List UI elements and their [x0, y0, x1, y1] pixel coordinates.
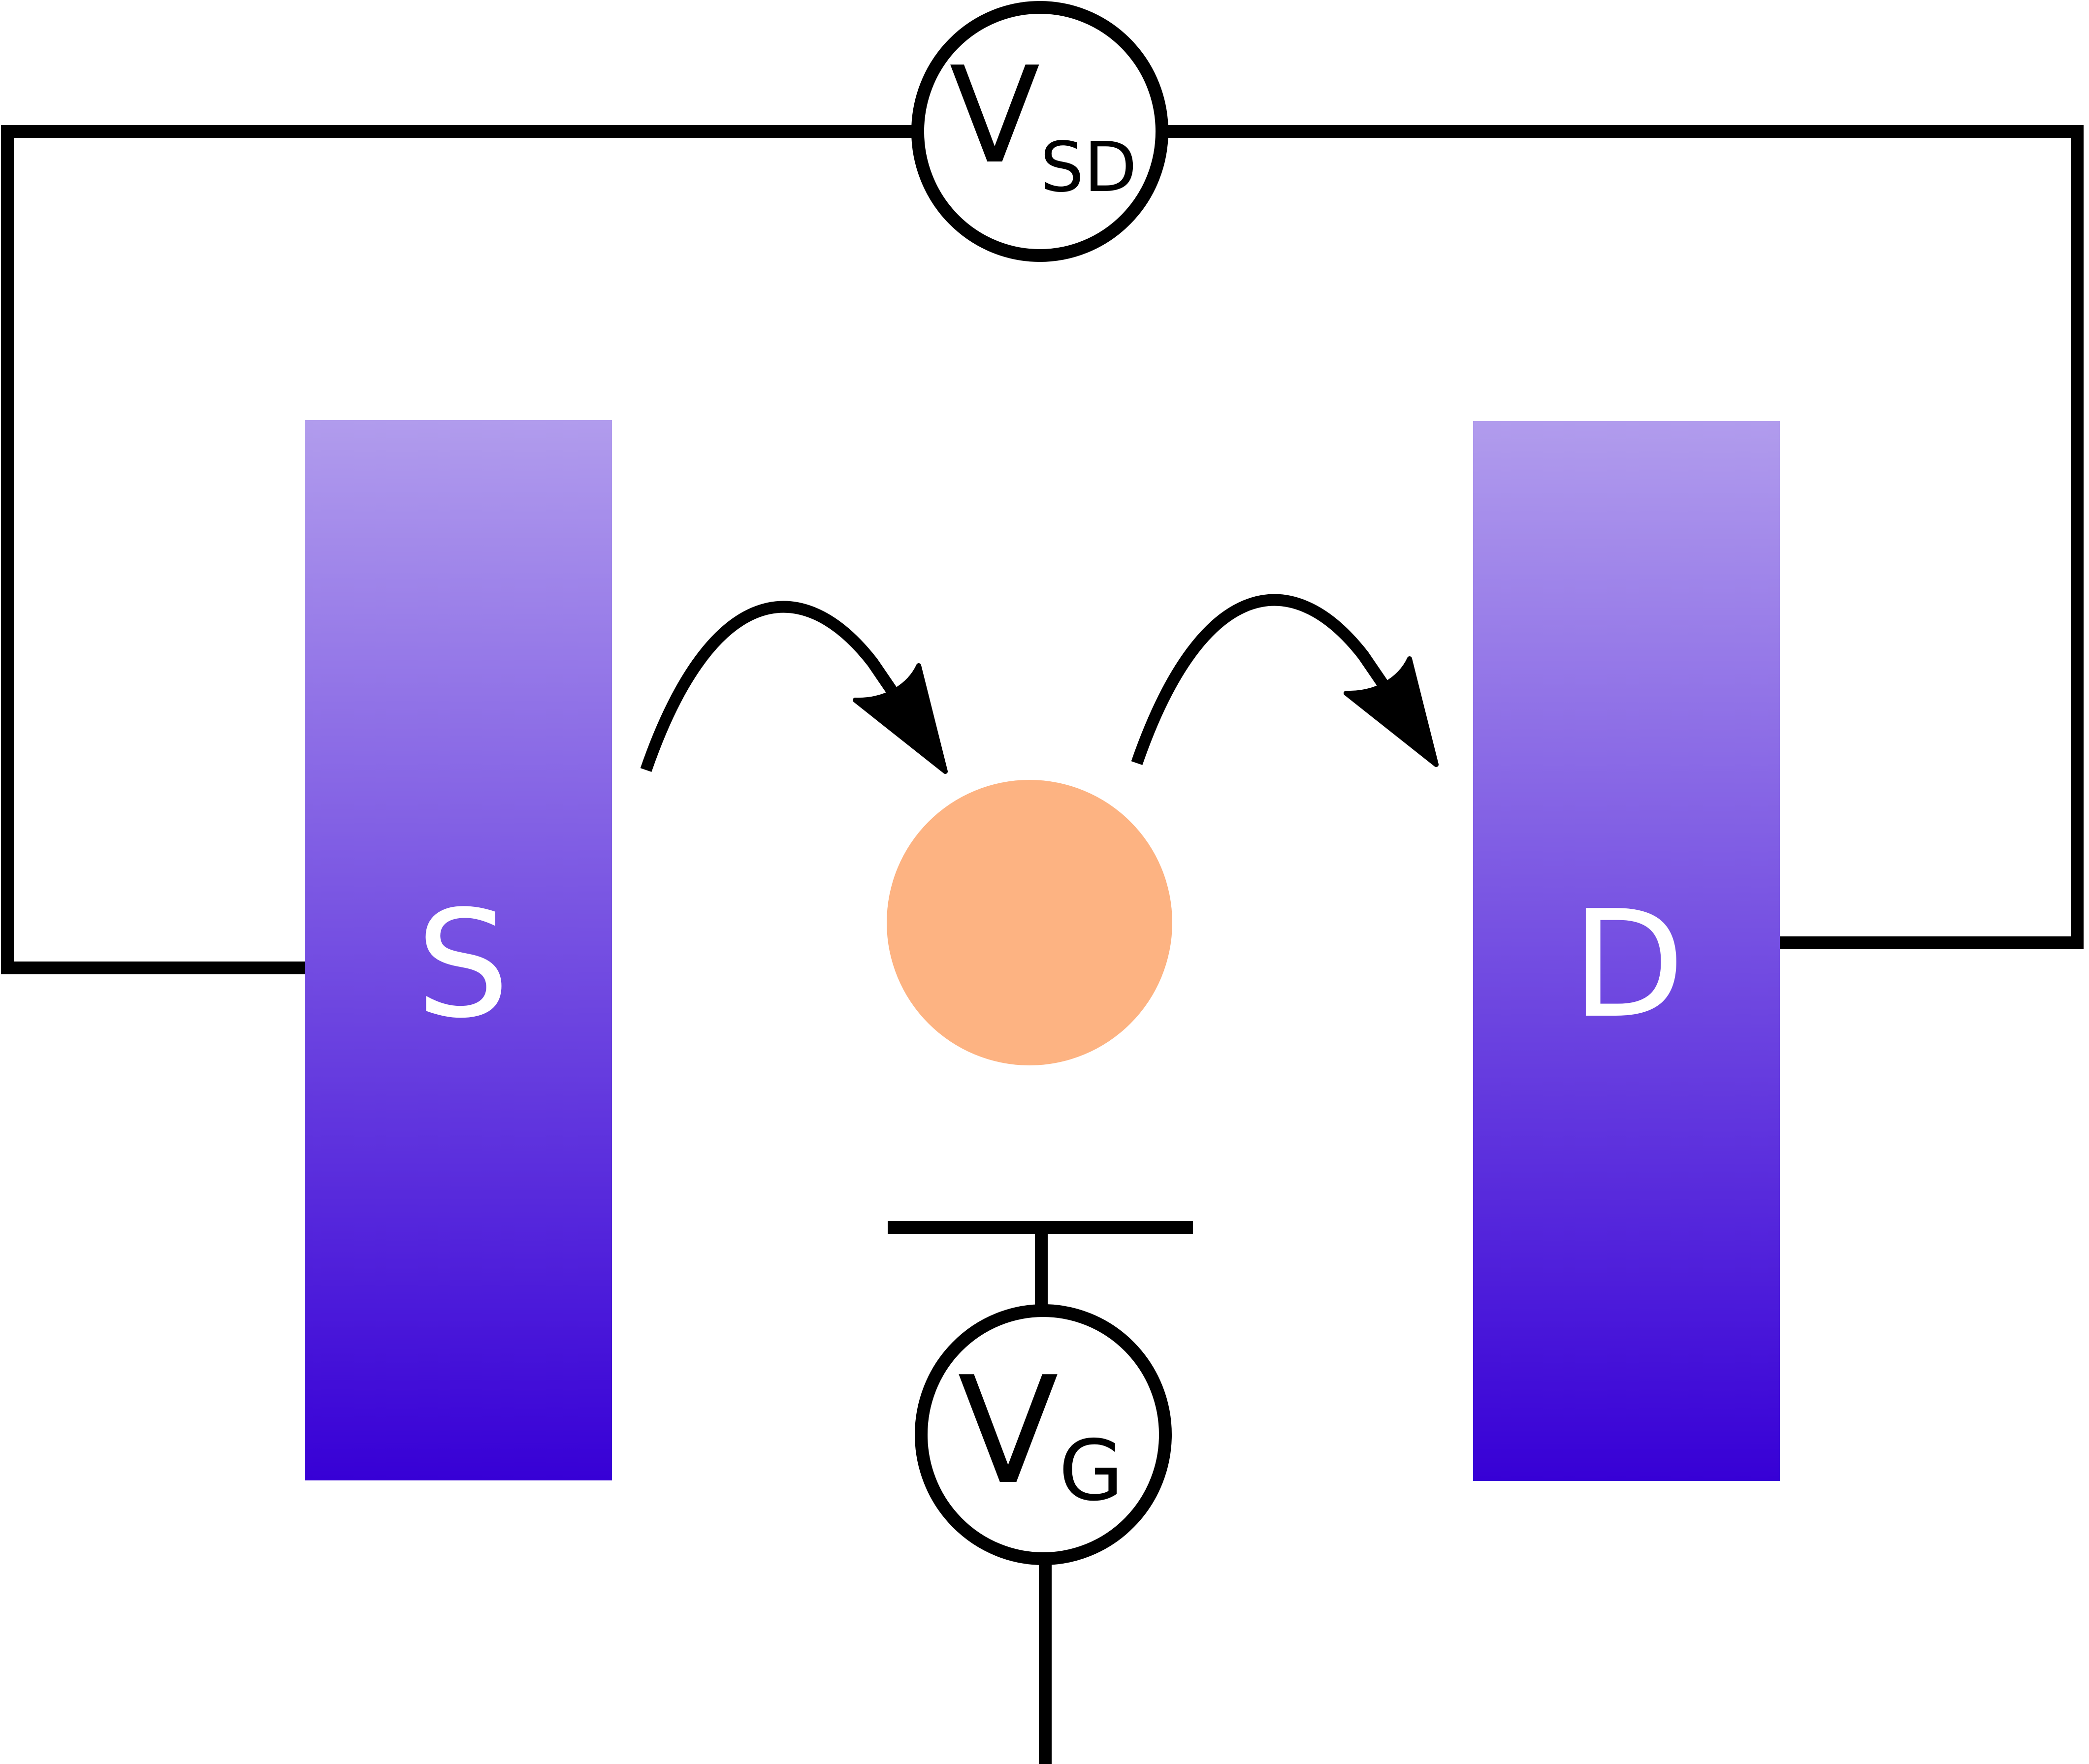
source-electrode-bar [305, 420, 612, 1480]
vg-label: VG [958, 1345, 1124, 1520]
tunneling-arrow-source-to-dot [640, 601, 948, 774]
vsd-voltage-source: VSD [911, 1, 1168, 262]
drain-electrode-bar [1473, 421, 1780, 1481]
tunneling-arc-right [1131, 594, 1397, 765]
circuit-wires [1, 125, 2084, 1764]
vg-circle [915, 1304, 1172, 1565]
vsd-label: VSD [949, 38, 1137, 208]
arrowhead-left [853, 663, 948, 774]
source-wire [1, 125, 917, 974]
drain-label: D [1571, 879, 1685, 1051]
drain-wire [1163, 125, 2084, 949]
tunneling-arrow-dot-to-drain [1131, 594, 1439, 767]
vsd-subscript: SD [1040, 128, 1137, 208]
vg-voltage-source: VG [915, 1304, 1172, 1565]
source-label: S [416, 879, 510, 1051]
quantum-dot [887, 780, 1172, 1065]
tunneling-arc-left [640, 601, 906, 772]
vsd-symbol: V [949, 38, 1041, 193]
vg-subscript: G [1059, 1422, 1124, 1520]
vsd-circle [911, 1, 1168, 262]
vg-symbol: V [958, 1345, 1059, 1517]
source-electrode: S [305, 420, 612, 1480]
arrowhead-right [1344, 656, 1439, 767]
drain-electrode: D [1473, 421, 1780, 1481]
